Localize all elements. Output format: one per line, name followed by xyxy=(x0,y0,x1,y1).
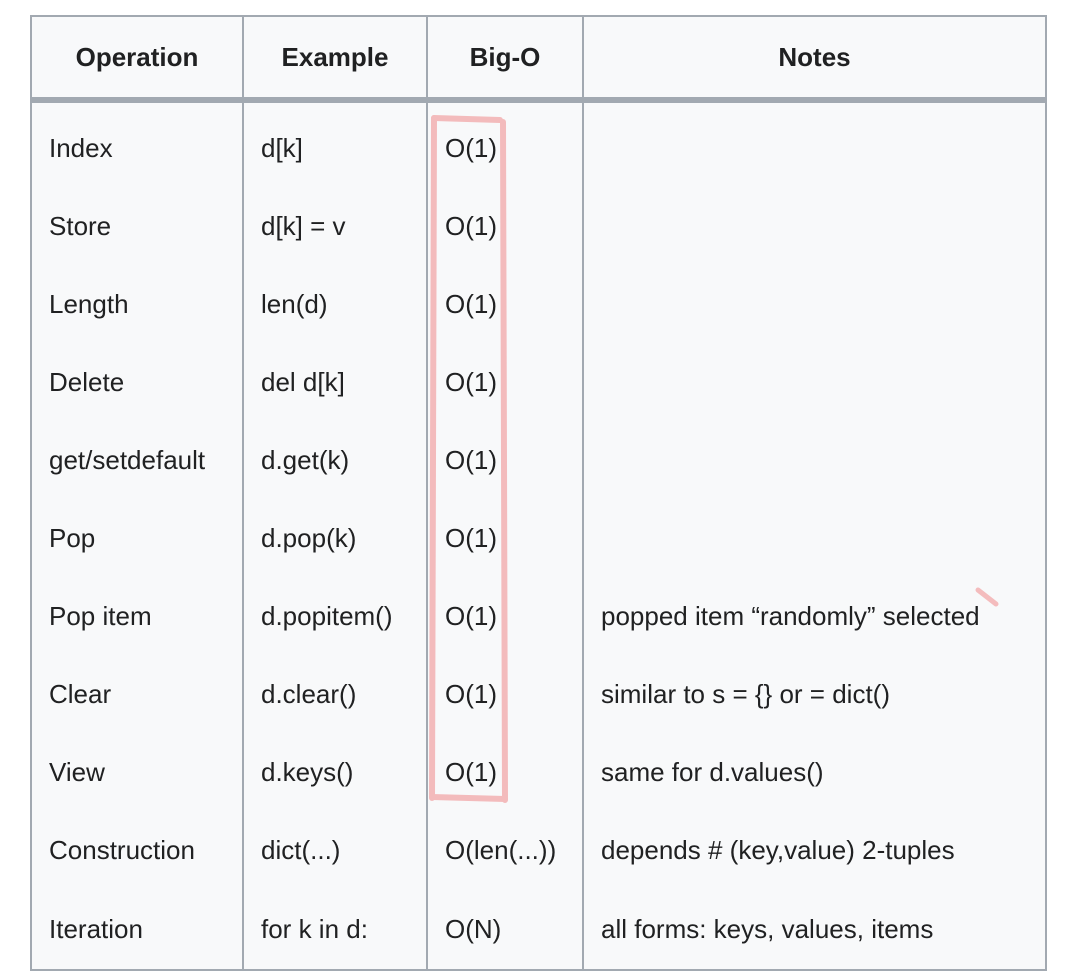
big-o-cell: O(1) xyxy=(426,577,584,655)
example-cell: d.get(k) xyxy=(242,421,428,499)
notes-cell: same for d.values() xyxy=(582,733,1047,811)
big-o-cell: O(1) xyxy=(426,343,584,421)
big-o-cell: O(1) xyxy=(426,655,584,733)
notes-cell xyxy=(582,343,1047,421)
big-o-cell: O(1) xyxy=(426,499,584,577)
example-cell: d.pop(k) xyxy=(242,499,428,577)
notes-cell: depends # (key,value) 2-tuples xyxy=(582,811,1047,889)
example-cell: d.popitem() xyxy=(242,577,428,655)
operation-cell: Pop item xyxy=(30,577,244,655)
example-cell: d[k] xyxy=(242,100,428,187)
example-cell: len(d) xyxy=(242,265,428,343)
operation-cell: get/setdefault xyxy=(30,421,244,499)
operation-cell: Store xyxy=(30,187,244,265)
example-cell: d.keys() xyxy=(242,733,428,811)
big-o-cell: O(1) xyxy=(426,265,584,343)
example-cell: d.clear() xyxy=(242,655,428,733)
operation-cell: Clear xyxy=(30,655,244,733)
notes-cell xyxy=(582,100,1047,187)
operation-cell: Length xyxy=(30,265,244,343)
example-cell: dict(...) xyxy=(242,811,428,889)
notes-cell xyxy=(582,421,1047,499)
operation-cell: Delete xyxy=(30,343,244,421)
notes-cell: all forms: keys, values, items xyxy=(582,889,1047,971)
big-o-cell: O(1) xyxy=(426,733,584,811)
big-o-cell: O(1) xyxy=(426,187,584,265)
header-operation: Operation xyxy=(30,15,244,100)
big-o-cell: O(1) xyxy=(426,421,584,499)
operation-cell: Index xyxy=(30,100,244,187)
big-o-cell: O(1) xyxy=(426,100,584,187)
big-o-cell: O(len(...)) xyxy=(426,811,584,889)
header-row: Operation Example Big-O Notes xyxy=(30,15,1047,100)
operation-cell: Construction xyxy=(30,811,244,889)
header-notes: Notes xyxy=(582,15,1047,100)
big-o-cell: O(N) xyxy=(426,889,584,971)
notes-cell: similar to s = {} or = dict() xyxy=(582,655,1047,733)
notes-cell xyxy=(582,499,1047,577)
operation-cell: Iteration xyxy=(30,889,244,971)
notes-cell xyxy=(582,265,1047,343)
notes-cell xyxy=(582,187,1047,265)
table-header: Operation Example Big-O Notes xyxy=(30,15,1047,100)
example-cell: d[k] = v xyxy=(242,187,428,265)
header-big-o: Big-O xyxy=(426,15,584,100)
notes-cell: popped item “randomly” selected xyxy=(582,577,1047,655)
header-example: Example xyxy=(242,15,428,100)
operation-cell: View xyxy=(30,733,244,811)
example-cell: del d[k] xyxy=(242,343,428,421)
example-cell: for k in d: xyxy=(242,889,428,971)
operation-cell: Pop xyxy=(30,499,244,577)
